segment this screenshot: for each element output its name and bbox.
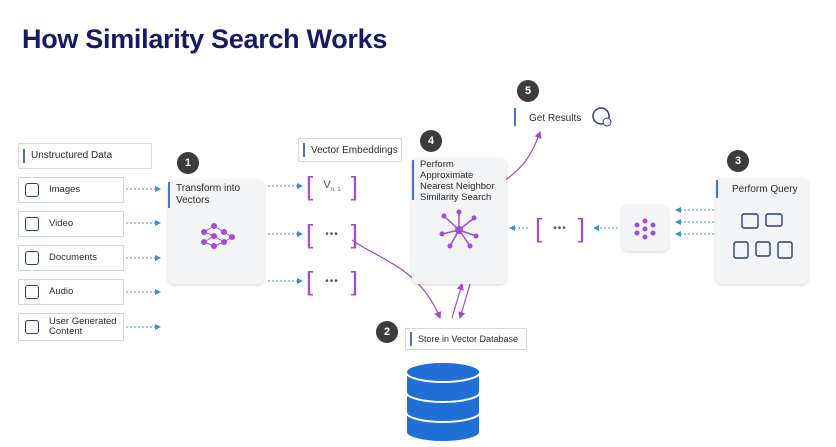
results-accent-bar xyxy=(514,108,516,126)
source-label: Images xyxy=(49,183,81,195)
search-card: Perform Approximate Nearest Neighbor Sim… xyxy=(412,158,506,284)
source-label: Audio xyxy=(49,285,74,297)
vector-v: [ Vn, 1 ] xyxy=(306,170,358,202)
arrow-vectors-to-db xyxy=(351,239,442,320)
unstructured-data-label: Unstructured Data xyxy=(18,143,152,169)
source-documents: Documents xyxy=(18,245,124,271)
vector-ellipsis-2: [ ••• ] xyxy=(306,265,358,297)
get-results-label: Get Results xyxy=(529,113,582,124)
neural-network-icon xyxy=(201,223,235,249)
vector-subscript: n, 1 xyxy=(330,187,341,194)
bracket-left: [ xyxy=(306,265,314,296)
arrow-search-to-db xyxy=(458,283,471,320)
vector-symbol: Vn, 1 xyxy=(323,179,340,193)
bracket-left: [ xyxy=(535,212,543,243)
bracket-left: [ xyxy=(306,218,314,249)
video-icon xyxy=(25,217,39,231)
image-icon xyxy=(25,183,39,197)
bracket-right: ] xyxy=(350,265,358,296)
vector-embeddings-label: Vector Embeddings xyxy=(298,138,402,162)
vector-v-text: V xyxy=(323,178,331,191)
bracket-right: ] xyxy=(577,212,585,243)
label-accent-bar xyxy=(23,149,25,163)
ellipsis-text: ••• xyxy=(553,222,567,234)
source-images: Images xyxy=(18,177,124,203)
source-audio: Audio xyxy=(18,279,124,305)
document-icon xyxy=(25,251,39,265)
query-media-icons xyxy=(733,213,793,259)
step-1-badge: 1 xyxy=(177,152,199,174)
step-4-badge: 4 xyxy=(420,130,442,152)
bracket-right: ] xyxy=(350,218,358,249)
source-video: Video xyxy=(18,211,124,237)
step-5-badge: 5 xyxy=(517,80,539,102)
arrow-db-to-search xyxy=(451,282,464,319)
perform-query-label: Perform Query xyxy=(732,184,798,195)
search-label: Perform Approximate Nearest Neighbor Sim… xyxy=(420,159,495,203)
query-transform-card xyxy=(622,205,668,251)
step-2-badge: 2 xyxy=(376,321,398,343)
card-accent-bar xyxy=(412,160,414,200)
card-accent-bar xyxy=(716,180,718,198)
bracket-right: ] xyxy=(350,170,358,201)
audio-icon xyxy=(25,285,39,299)
source-label: User Generated Content xyxy=(49,315,117,337)
transform-card: Transform into Vectors xyxy=(168,180,264,284)
vector-ellipsis-1: [ ••• ] xyxy=(306,218,358,250)
query-card: Perform Query xyxy=(716,178,808,284)
source-ugc: User Generated Content xyxy=(18,313,124,341)
network-star-icon xyxy=(439,209,479,249)
page-title: How Similarity Search Works xyxy=(22,24,388,54)
step-3-badge: 3 xyxy=(727,150,749,172)
bracket-left: [ xyxy=(306,170,314,201)
label-accent-bar xyxy=(410,332,412,346)
ugc-icon xyxy=(25,320,39,334)
unstructured-data-text: Unstructured Data xyxy=(31,150,113,162)
store-text: Store in Vector Database xyxy=(418,334,519,344)
label-accent-bar xyxy=(303,143,305,157)
transform-label: Transform into Vectors xyxy=(176,183,241,206)
source-label: Video xyxy=(49,217,74,229)
store-label: Store in Vector Database xyxy=(405,328,527,350)
vector-embeddings-text: Vector Embeddings xyxy=(311,144,398,156)
neural-network-icon xyxy=(634,218,656,240)
source-label: Documents xyxy=(49,251,98,263)
query-vector: [ ••• ] xyxy=(535,212,585,244)
ellipsis-text: ••• xyxy=(325,275,339,287)
ellipsis-text: ••• xyxy=(325,228,339,240)
card-accent-bar xyxy=(168,182,170,208)
